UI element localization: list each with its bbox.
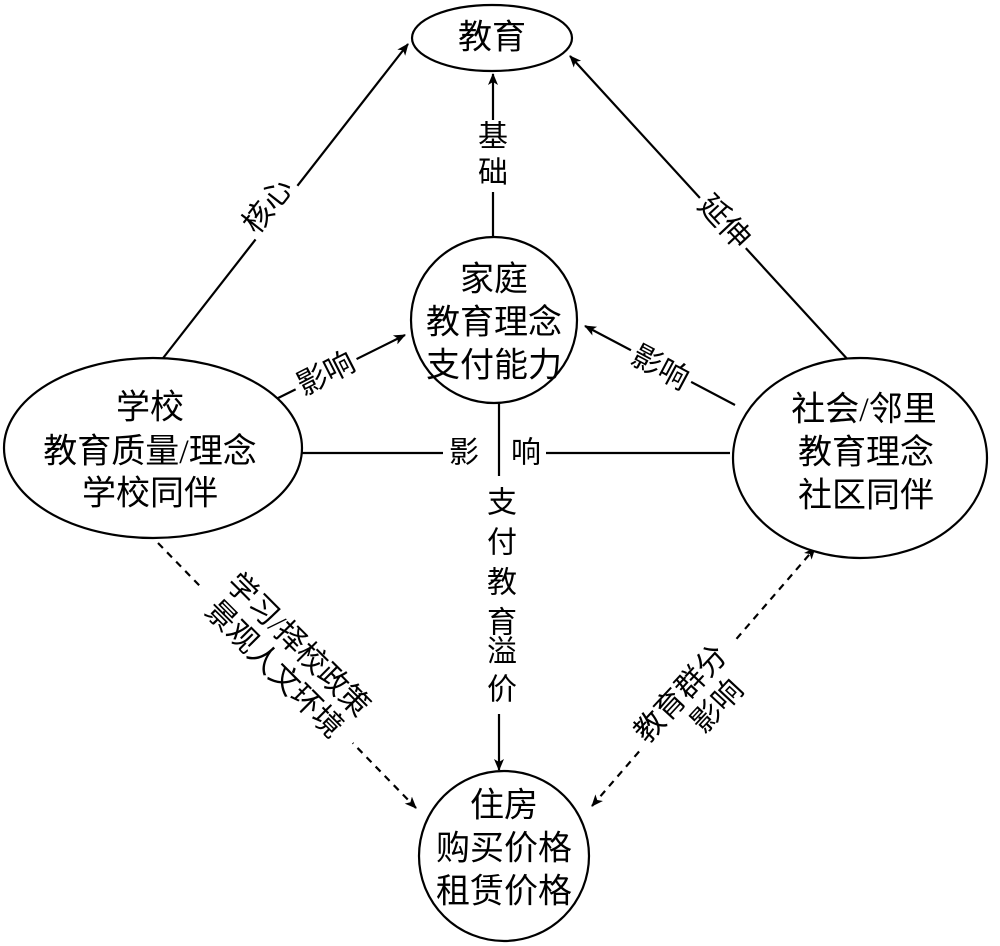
edge-label-premium-char: 溢 [487, 636, 517, 669]
node-label: 支付能力 [426, 347, 562, 385]
node-school: 学校 教育质量/理念 学校同伴 [2, 356, 304, 540]
node-family: 家庭 教育理念 支付能力 [409, 235, 579, 405]
edge-society-to-family: 影响 [584, 325, 736, 406]
node-shape [2, 356, 304, 540]
node-society: 社会/邻里 教育理念 社区同伴 [731, 356, 989, 560]
node-label: 教育质量/理念 [43, 433, 256, 471]
edge-label-premium-char: 教 [487, 567, 517, 600]
edge-label-premium-char: 价 [487, 674, 517, 707]
edge-school-to-housing: 学习/择校政策 景观人文环境 [157, 542, 417, 809]
node-label: 教育 [458, 19, 526, 57]
node-label: 学校 [116, 389, 184, 427]
node-shape [409, 235, 579, 405]
node-label: 社会/邻里 [791, 391, 936, 429]
edge-label-foundation-char: 基 [478, 121, 508, 154]
edge-label-influence-char: 影 [449, 437, 479, 470]
edge-society-to-school: 影 响 [265, 437, 730, 470]
edge-label-premium-char: 育 [487, 607, 517, 640]
node-label: 教育理念 [426, 304, 562, 342]
node-label: 社区同伴 [798, 477, 934, 515]
edge-society-to-education: 延伸 [569, 55, 851, 363]
edge-school-to-education: 核心 [159, 43, 409, 363]
edge-label-premium-char: 支 [487, 487, 517, 520]
edge-family-to-education: 基 础 [476, 73, 510, 237]
node-education: 教育 [410, 3, 574, 73]
node-label: 教育理念 [798, 434, 934, 472]
node-label: 购买价格 [436, 830, 572, 868]
node-label: 租赁价格 [436, 873, 572, 911]
edge-housing-society: 教育群分 影响 [591, 547, 816, 807]
edge-family-to-housing: 支 付 教 育 溢 价 [487, 403, 517, 771]
node-shape [731, 356, 989, 560]
node-label: 住房 [470, 787, 538, 825]
node-housing: 住房 购买价格 租赁价格 [417, 769, 591, 943]
node-label: 家庭 [460, 261, 528, 299]
edge-label-foundation-char: 础 [478, 157, 508, 190]
node-shape [410, 3, 574, 73]
edge-label-influence-char: 响 [511, 437, 541, 470]
node-shape [417, 769, 591, 943]
node-label: 学校同伴 [82, 475, 218, 513]
edge-label-premium-char: 付 [487, 527, 517, 560]
